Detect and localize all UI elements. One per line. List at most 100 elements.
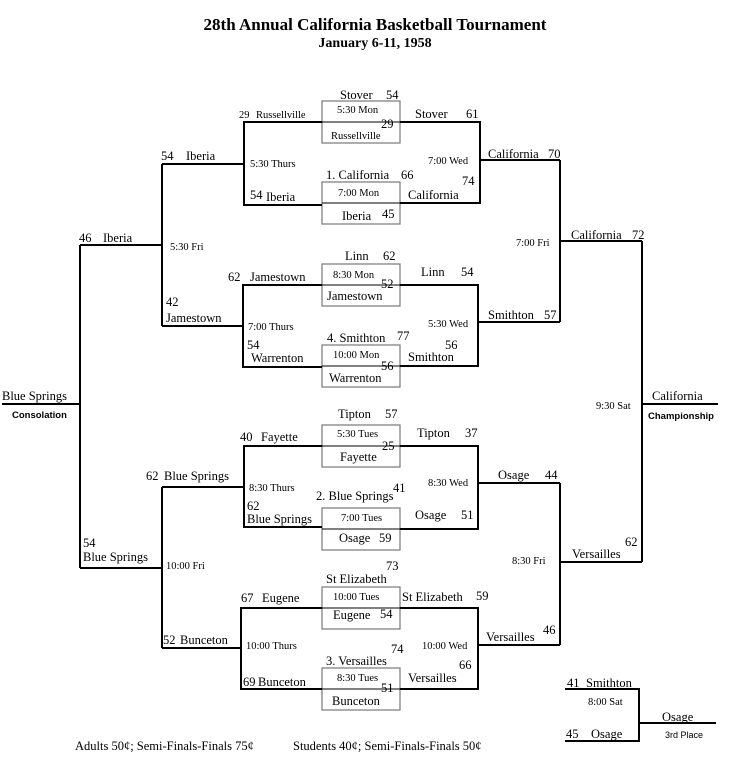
- game-time: 7:00 Fri: [516, 238, 550, 249]
- game-time: 7:00 Thurs: [248, 322, 294, 333]
- game-time: 10:00 Wed: [422, 641, 468, 652]
- game-box-2: 1. California 66 7:00 Mon Iberia 45: [321, 168, 414, 225]
- team-score: 72: [632, 228, 645, 242]
- team-score: 54: [247, 338, 260, 352]
- team-score: 66: [459, 658, 472, 672]
- game-box-6: 2. Blue Springs 41 7:00 Tues Osage 59: [316, 481, 406, 551]
- team-score: 54: [380, 607, 393, 621]
- game-time: 5:30 Mon: [337, 105, 379, 116]
- game-time: 10:00 Thurs: [246, 641, 297, 652]
- team-name: Jamestown: [166, 311, 222, 325]
- team-name: Versailles: [408, 671, 457, 685]
- team-score: 69: [243, 675, 256, 689]
- team-name: Smithton: [488, 308, 535, 322]
- team-name: California: [408, 188, 459, 202]
- game-box-4: 4. Smithton 77 10:00 Mon 56 Warrenton: [321, 329, 410, 388]
- team-score: 59: [379, 531, 392, 545]
- team-score: 62: [625, 535, 638, 549]
- consolation-champion-team: Blue Springs: [2, 389, 67, 403]
- team-name: St Elizabeth: [326, 572, 387, 586]
- team-name: 4. Smithton: [327, 331, 386, 345]
- team-score: 62: [383, 249, 396, 263]
- team-score: 52: [381, 277, 394, 291]
- team-score: 45: [566, 727, 579, 741]
- game-time: 10:00 Fri: [166, 561, 205, 572]
- team-name: Linn: [421, 265, 445, 279]
- team-name: Tipton: [417, 426, 451, 440]
- game-time: 8:00 Sat: [588, 697, 623, 708]
- team-score: 46: [79, 231, 92, 245]
- team-name: Eugene: [333, 608, 371, 622]
- team-name: 3. Versailles: [326, 654, 387, 668]
- championship-bracket: Stover 54 5:30 Mon 29 Russellville 1. Ca…: [316, 88, 718, 711]
- team-score: 62: [146, 469, 159, 483]
- team-score: 37: [465, 426, 478, 440]
- game-time: 7:00 Tues: [341, 513, 382, 524]
- team-score: 59: [476, 589, 489, 603]
- team-score: 45: [382, 207, 395, 221]
- team-score: 54: [161, 149, 174, 163]
- team-score: 54: [250, 188, 263, 202]
- game-time: 8:30 Tues: [337, 673, 378, 684]
- team-score: 29: [381, 117, 394, 131]
- game-time: 7:00 Wed: [428, 156, 469, 167]
- team-score: 29: [239, 110, 250, 121]
- team-name: Iberia: [186, 149, 216, 163]
- game-time: 10:00 Mon: [333, 350, 380, 361]
- game-time: 8:30 Thurs: [249, 483, 295, 494]
- game-box-3: Linn 62 8:30 Mon 52 Jamestown: [321, 249, 401, 307]
- footer-students-prices: Students 40¢; Semi-Finals-Finals 50¢: [293, 739, 482, 753]
- team-name: Tipton: [338, 407, 372, 421]
- team-name: California: [488, 147, 539, 161]
- team-score: 74: [462, 174, 475, 188]
- game-time: 9:30 Sat: [596, 401, 631, 412]
- team-name: Osage: [415, 508, 447, 522]
- team-score: 54: [461, 265, 474, 279]
- team-name: Smithton: [408, 350, 455, 364]
- team-score: 57: [385, 407, 398, 421]
- team-score: 41: [567, 676, 580, 690]
- team-score: 56: [381, 359, 394, 373]
- team-name: Blue Springs: [247, 512, 312, 526]
- team-name: Fayette: [261, 430, 298, 444]
- team-score: 40: [240, 430, 253, 444]
- game-time: 7:00 Mon: [338, 188, 380, 199]
- game-time: 8:30 Mon: [333, 270, 375, 281]
- team-score: 67: [241, 591, 254, 605]
- team-name: California: [571, 228, 622, 242]
- team-name: Russellville: [256, 110, 306, 121]
- team-score: 25: [382, 439, 395, 453]
- team-name: Blue Springs: [83, 550, 148, 564]
- team-name: Iberia: [266, 190, 296, 204]
- team-score: 66: [401, 168, 414, 182]
- team-name: Bunceton: [332, 694, 381, 708]
- team-score: 74: [391, 642, 404, 656]
- consolation-bracket: 29 Russellville 5:30 Thurs 54 Iberia 62 …: [2, 110, 322, 690]
- game-time: 10:00 Tues: [333, 592, 379, 603]
- championship-label: Championship: [648, 411, 714, 422]
- team-name: Blue Springs: [164, 469, 229, 483]
- champion-team: California: [652, 389, 703, 403]
- team-name: 2. Blue Springs: [316, 489, 394, 503]
- third-place-winner: Osage: [662, 710, 694, 724]
- game-time: 5:30 Wed: [428, 319, 469, 330]
- team-name: Bunceton: [180, 633, 229, 647]
- game-box-7: 73 St Elizabeth 10:00 Tues Eugene 54: [321, 559, 401, 630]
- team-name: 1. California: [326, 168, 390, 182]
- game-box-1: Stover 54 5:30 Mon 29 Russellville: [321, 88, 401, 144]
- team-name: Iberia: [103, 231, 133, 245]
- page-title: 28th Annual California Basketball Tourna…: [204, 15, 547, 34]
- team-score: 51: [461, 508, 474, 522]
- team-score: 70: [548, 147, 561, 161]
- team-score: 57: [544, 308, 557, 322]
- team-name: Warrenton: [251, 351, 304, 365]
- third-place-game: 41 Smithton 8:00 Sat 45 Osage Osage 3rd …: [565, 676, 716, 742]
- team-score: 42: [166, 295, 179, 309]
- game-time: 8:30 Wed: [428, 478, 469, 489]
- team-name: Stover: [340, 88, 373, 102]
- team-name: Versailles: [486, 630, 535, 644]
- team-score: 41: [393, 481, 406, 495]
- team-name: St Elizabeth: [402, 590, 463, 604]
- team-score: 62: [228, 270, 241, 284]
